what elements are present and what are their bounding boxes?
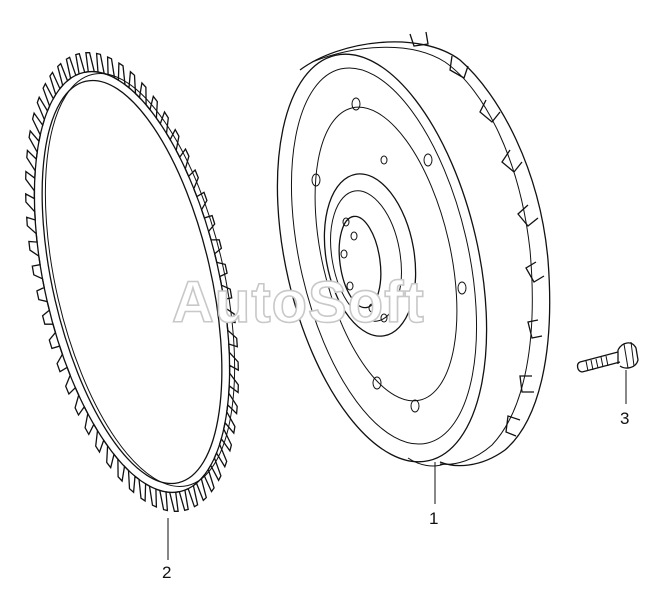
bolt-head-flat	[623, 341, 635, 369]
flywheel-rim-side	[311, 46, 533, 465]
flywheel-rim-notches	[409, 31, 545, 437]
ring-gear-inner-edge	[41, 79, 223, 485]
flywheel-bolt-hole	[410, 399, 420, 413]
flywheel-hub-hole	[342, 217, 350, 227]
flywheel-bolt-hole	[311, 173, 321, 187]
bolt-shank	[576, 351, 621, 373]
ring-gear-outer-edge	[33, 70, 231, 494]
flywheel-hub-hole	[340, 249, 348, 259]
bolt	[576, 341, 639, 373]
flywheel-bolt-hole	[351, 97, 361, 111]
flywheel-bolt-hole	[423, 153, 433, 167]
flywheel-bolt-hole	[372, 376, 382, 390]
watermark: AutoSoft	[172, 270, 425, 335]
flywheel-face-step	[314, 106, 458, 402]
flywheel-hub-hole	[380, 155, 388, 165]
callout-3: 3	[620, 409, 629, 428]
flywheel-center-bore	[338, 215, 382, 309]
callout-1: 1	[429, 509, 438, 528]
flywheel-bottom-edge	[407, 457, 445, 467]
callout-2: 2	[162, 563, 171, 582]
flywheel	[276, 31, 551, 467]
bolt-head	[617, 342, 639, 369]
flywheel-hub-hole	[368, 303, 376, 313]
ring-gear-back-edge	[44, 73, 236, 487]
flywheel-hub-step	[330, 190, 402, 322]
flywheel-bolt-hole	[457, 281, 467, 295]
flywheel-hub-hole	[346, 281, 354, 291]
bolt-thread	[585, 355, 609, 372]
flywheel-face-ring	[290, 67, 478, 445]
flywheel-front-face	[276, 53, 488, 463]
flywheel-hub-hole	[350, 231, 358, 241]
ring-gear	[25, 52, 239, 512]
flywheel-hub	[323, 173, 417, 337]
flywheel-hub-hole	[380, 313, 388, 323]
flywheel-rear-rim	[299, 41, 551, 467]
